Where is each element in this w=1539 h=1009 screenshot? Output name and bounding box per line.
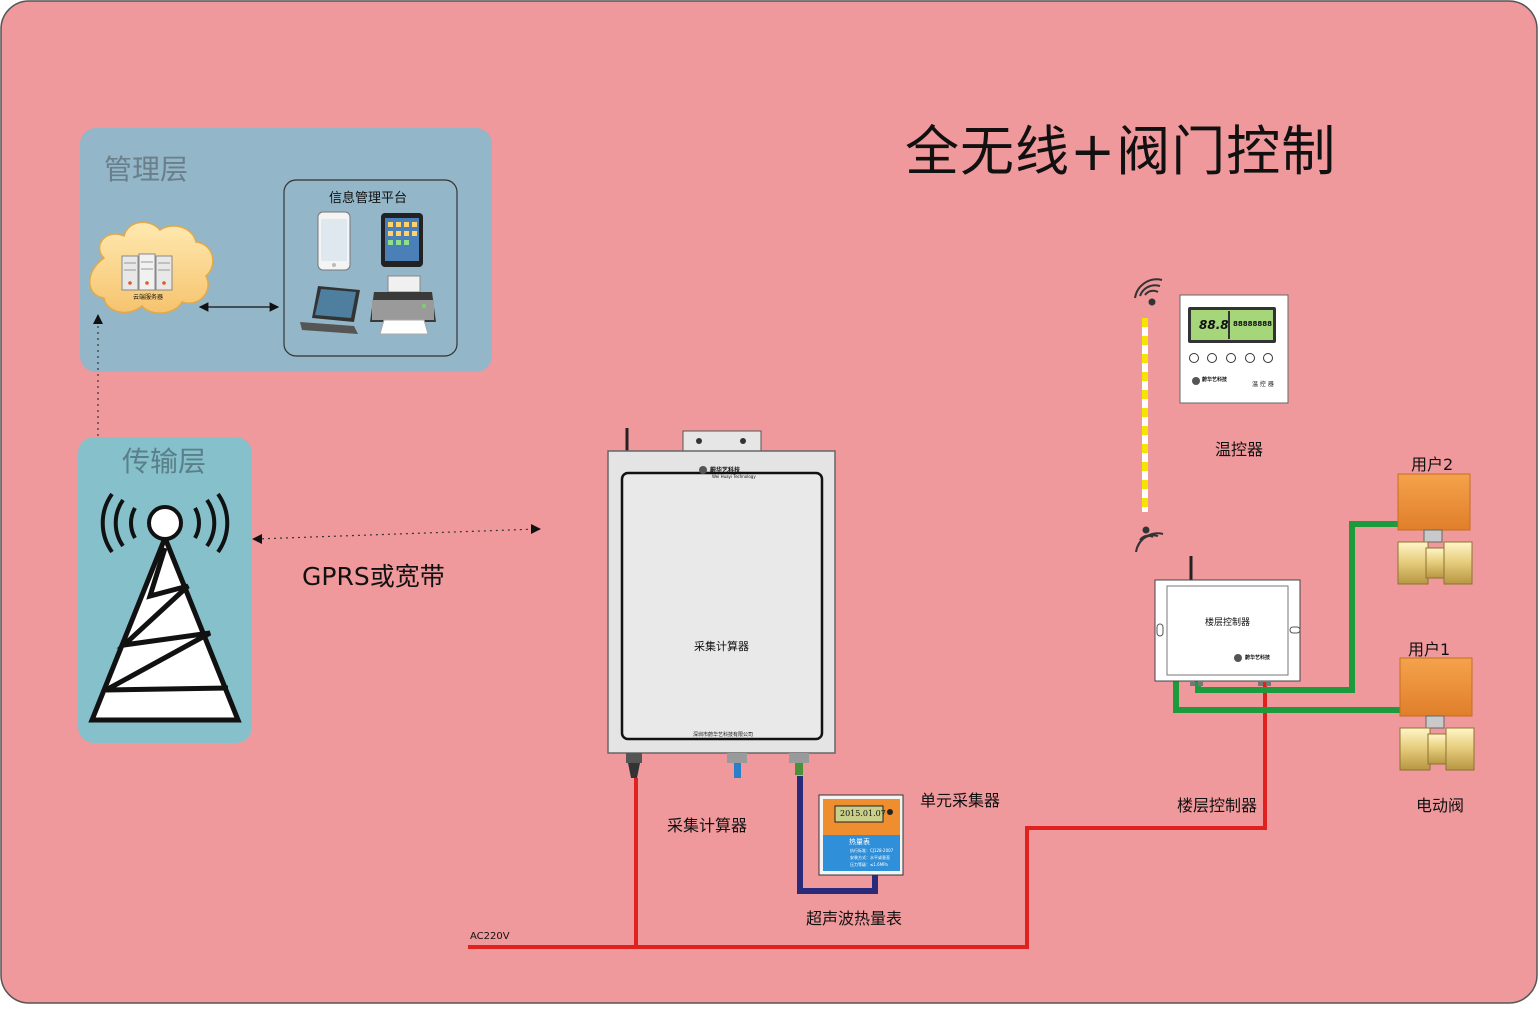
wireless-icon-bottom [1135,526,1164,553]
thermostat-readout: 88.8 [1199,318,1229,332]
user1-label: 用户1 [1408,640,1451,659]
floor-controller-brand: 蔚华艺科技 [1245,655,1271,661]
collector-brand: 蔚华艺科技 [710,467,741,474]
signal-tower-icon [88,492,242,723]
printer-icon [370,275,436,335]
server-caption: 云端服务器 [133,294,164,301]
floor-controller-caption: 楼层控制器 [1177,796,1258,815]
collector-panel-label: 采集计算器 [694,640,749,653]
meter-spec-2: 安装方式：水平或垂直 [850,855,890,860]
platform-box [283,179,458,357]
heat-meter [818,794,904,876]
page-title: 全无线+阀门控制 [905,120,1337,183]
meter-line [797,776,878,894]
laptop-icon [300,286,360,334]
arrow-left-icon [252,534,262,544]
heat-meter-caption: 超声波热量表 [806,909,903,928]
thermostat-device [1179,294,1289,404]
gprs-link-dotted [255,528,539,540]
collector-brand-en: Wei Huayi Technology [712,474,756,479]
floor-controller-device [1154,556,1301,686]
gprs-label: GPRS或宽带 [302,562,445,591]
meter-spec-3: 压力等级：≤1.6MPa [850,862,888,867]
meter-spec-1: 执行标准：CJ128-2007 [850,848,894,853]
platform-title: 信息管理平台 [329,191,408,206]
power-label: AC220V [470,931,510,942]
collector-cabinet [607,428,836,778]
bus-line-user2 [1195,521,1400,693]
cloud-server-icon [89,221,214,314]
wireless-icon-top [1134,278,1163,306]
arrow-up-icon [93,314,103,324]
power-line [468,682,1267,949]
thermostat-model: 温 控 器 [1252,381,1274,388]
electric-valve-caption: 电动阀 [1416,796,1465,815]
thermostat-readout-right: 88888888 [1233,320,1272,328]
smartphone-icon [317,211,351,271]
collector-caption: 采集计算器 [667,816,748,835]
unit-collector-caption: 单元采集器 [920,791,1001,810]
thermostat-caption: 温控器 [1215,440,1264,459]
management-layer-label: 管理层 [104,153,189,186]
user2-label: 用户2 [1411,455,1454,474]
bus-line-user1 [1173,680,1400,713]
arrow-right-icon [531,524,541,534]
transport-layer-label: 传输层 [122,445,207,478]
tablet-icon [381,213,423,267]
meter-display: 2015.01.07 [840,809,886,818]
valve-user2 [1397,473,1473,585]
collector-company: 深圳市蔚华艺科技有限公司 [693,732,754,738]
floor-controller-panel-label: 楼层控制器 [1205,618,1251,628]
meter-name: 热量表 [849,838,870,846]
thermostat-brand: 蔚华艺科技 [1202,377,1228,383]
valve-user1 [1399,657,1475,771]
